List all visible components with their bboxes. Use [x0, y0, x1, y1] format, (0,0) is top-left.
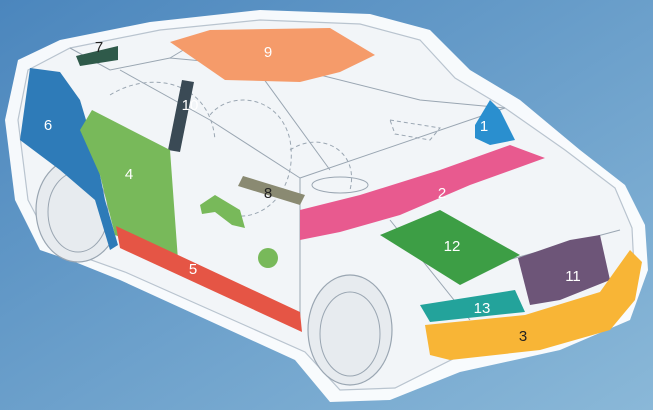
door-round-part: [258, 248, 278, 268]
part-3: [425, 250, 642, 360]
label-part-10: 10: [182, 97, 199, 114]
part-13: [420, 290, 525, 322]
label-part-1: 1: [480, 118, 488, 135]
label-part-12: 12: [444, 238, 461, 255]
label-part-8: 8: [264, 185, 272, 202]
label-part-11: 11: [565, 268, 581, 285]
label-part-4: 4: [125, 166, 133, 183]
part-9: [170, 28, 375, 82]
label-part-9: 9: [264, 44, 272, 61]
label-part-7: 7: [95, 39, 103, 56]
label-part-3: 3: [519, 328, 527, 345]
part-4: [80, 110, 178, 260]
part-6: [20, 68, 118, 250]
label-part-13: 13: [474, 300, 491, 317]
door-inner-part: [200, 195, 245, 228]
label-part-6: 6: [44, 117, 52, 134]
label-part-2: 2: [438, 185, 446, 202]
part-1: [475, 100, 515, 145]
part-10: [168, 80, 194, 152]
part-labels: 1 2 3 4 5 6 7 8 9 10 11 12 13: [44, 39, 581, 345]
part-5: [116, 226, 302, 332]
front-wheel: [307, 274, 393, 386]
part-2: [300, 145, 545, 240]
label-part-5: 5: [189, 261, 197, 278]
part-8: [238, 176, 305, 205]
part-12: [380, 210, 520, 285]
part-11: [518, 235, 610, 305]
part-7: [76, 46, 118, 66]
